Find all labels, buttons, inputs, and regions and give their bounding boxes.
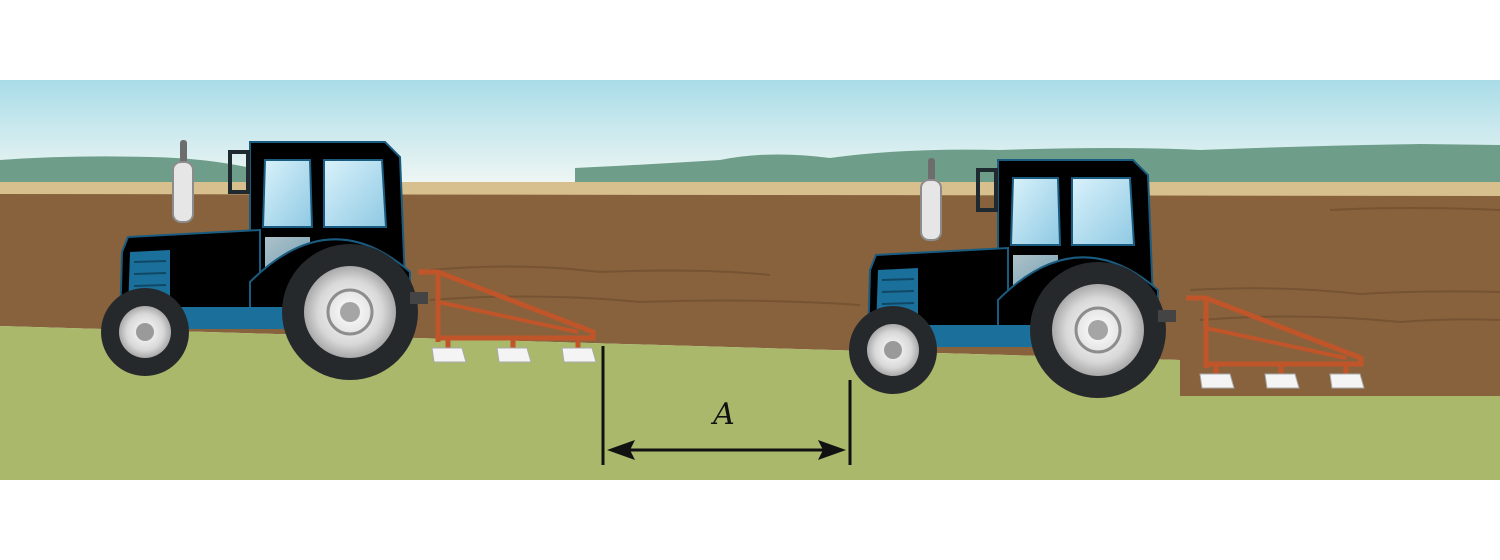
arrowhead-left xyxy=(607,440,635,460)
dimension-label: A xyxy=(710,397,735,432)
field-horizon xyxy=(0,182,1500,196)
hills-left xyxy=(0,156,260,190)
dimension-a: A xyxy=(601,346,852,465)
arrowhead-right xyxy=(818,440,846,460)
